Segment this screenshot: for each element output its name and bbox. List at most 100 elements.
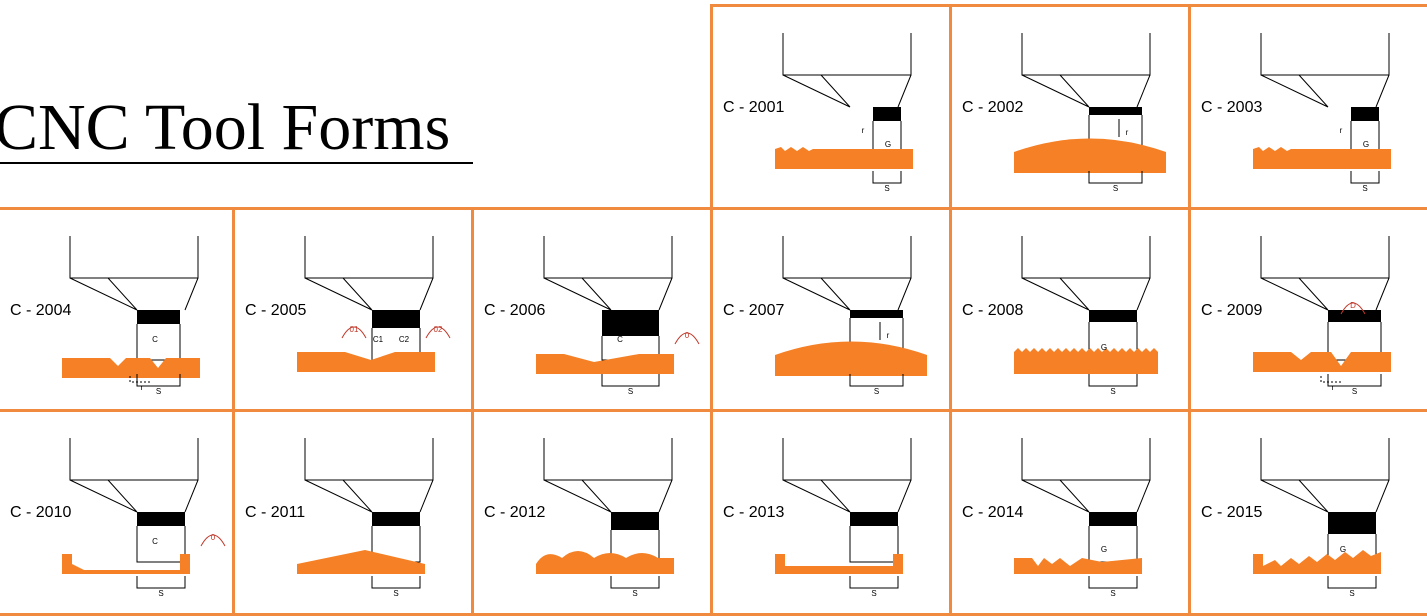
width-dimension (136, 576, 186, 589)
dimension-label: 02 (434, 325, 443, 334)
holder-shank (1021, 438, 1151, 481)
tool-diagram: SDr (1253, 236, 1391, 396)
cutter-insert (1351, 107, 1379, 121)
workpiece (1253, 147, 1391, 169)
workpiece (536, 551, 674, 574)
workpiece (1014, 138, 1166, 173)
dimension-label: C1 (373, 335, 384, 344)
holder-shank (543, 236, 673, 279)
dimension-label: S (632, 589, 637, 598)
holder-shank (1260, 33, 1390, 76)
dimension-label: S (1362, 184, 1367, 193)
holder-taper (1260, 479, 1390, 513)
holder-shank (69, 236, 199, 279)
dimension-label: S (628, 387, 633, 396)
tool-diagram: Sr (775, 236, 927, 396)
tool-code: C - 2007 (723, 302, 785, 319)
dimension-label: S (1110, 589, 1115, 598)
workpiece (1253, 550, 1381, 574)
tool-diagram: S (297, 438, 434, 598)
dimension-label: S (871, 589, 876, 598)
cutter-insert (1328, 310, 1381, 322)
width-dimension (1327, 374, 1382, 387)
workpiece (1014, 348, 1158, 374)
dimension-label: r (862, 126, 865, 135)
dimension-label: S (884, 184, 889, 193)
holder-shank (782, 33, 912, 76)
width-dimension (849, 374, 904, 387)
angle-arc (341, 326, 367, 339)
tool-diagram: SG (1014, 438, 1151, 598)
cutter-insert (137, 310, 180, 324)
page-title: CNC Tool Forms (0, 91, 451, 164)
tool-code: C - 2001 (723, 99, 785, 116)
tool-code: C - 2004 (10, 302, 72, 319)
tool-code: C - 2003 (1201, 99, 1263, 116)
cut-profile-outline (1088, 526, 1138, 563)
width-dimension (849, 576, 899, 589)
cutter-insert (850, 512, 898, 526)
holder-taper (304, 277, 434, 311)
cutter-insert (602, 310, 659, 336)
dimension-label: S (1110, 387, 1115, 396)
dimension-label: G (1101, 545, 1107, 554)
cutter-insert (372, 512, 420, 526)
tool-code: C - 2002 (962, 99, 1024, 116)
dimension-label: S (158, 589, 163, 598)
workpiece (775, 147, 913, 169)
cut-profile-outline (136, 324, 181, 361)
dimension-label: C (152, 335, 158, 344)
dimension-label: S (1349, 589, 1354, 598)
dimension-label: r (887, 331, 890, 340)
tool-code: C - 2014 (962, 504, 1024, 521)
holder-taper (1260, 277, 1390, 311)
tool-diagram: SCr (62, 236, 200, 396)
tool-code: C - 2005 (245, 302, 307, 319)
tool-code: C - 2012 (484, 504, 546, 521)
tool-code: C - 2009 (1201, 302, 1263, 319)
holder-shank (1260, 236, 1390, 279)
tool-diagram: Sr (1014, 33, 1166, 193)
dimension-label: D (1350, 301, 1356, 310)
cutter-insert (850, 310, 903, 318)
dimension-label: C (617, 335, 623, 344)
radius-dimension (1320, 376, 1341, 383)
dimension-label: S (874, 387, 879, 396)
dimension-label: S (156, 387, 161, 396)
workpiece (536, 354, 674, 374)
cut-profile-outline (849, 526, 899, 563)
holder-taper (304, 479, 434, 513)
tool-code: C - 2013 (723, 504, 785, 521)
tool-diagram: SG (1014, 236, 1158, 396)
holder-taper (1021, 277, 1151, 311)
tool-diagram: S (536, 438, 674, 598)
holder-shank (782, 236, 912, 279)
holder-shank (1021, 33, 1151, 76)
holder-taper (1021, 479, 1151, 513)
holder-taper (543, 479, 673, 513)
holder-shank (1260, 438, 1390, 481)
width-dimension (1088, 171, 1143, 184)
holder-taper (782, 479, 912, 513)
tool-code: C - 2011 (245, 504, 306, 521)
holder-shank (304, 438, 434, 481)
tool-diagram: SG (1253, 438, 1390, 598)
width-dimension (872, 171, 902, 184)
workpiece (62, 554, 190, 574)
holder-taper (782, 74, 912, 108)
holder-taper (69, 479, 199, 513)
cutter-insert (1089, 512, 1137, 526)
workpiece (297, 352, 435, 372)
tool-code: C - 2006 (484, 302, 546, 319)
cut-profile-outline (136, 526, 186, 563)
